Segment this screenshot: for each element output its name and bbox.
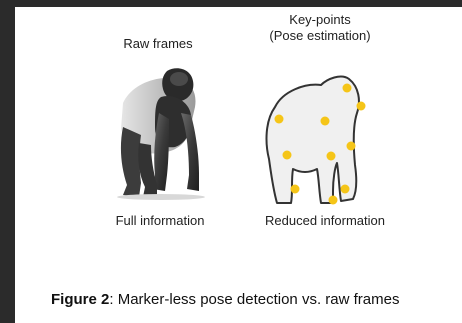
keypoint: [274, 114, 284, 124]
keypoint: [282, 150, 292, 160]
keypoints-title: Key-points (Pose estimation): [245, 12, 395, 44]
keypoints-title-line2: (Pose estimation): [269, 28, 371, 43]
keypoint: [340, 184, 350, 194]
keypoint: [326, 151, 336, 161]
figure-card: Raw frames Key-points (Pose estimation): [15, 7, 462, 323]
keypoint: [290, 184, 300, 194]
gorilla-image: [117, 68, 205, 200]
keypoints: [274, 83, 366, 205]
keypoint-silhouette: [265, 75, 366, 205]
caption-text: : Marker-less pose detection vs. raw fra…: [109, 291, 400, 308]
caption-prefix: Figure 2: [51, 291, 110, 308]
keypoint: [328, 195, 338, 205]
figure-caption: Figure 2: Marker-less pose detection vs.…: [51, 291, 451, 309]
keypoint: [320, 116, 330, 126]
keypoint: [346, 141, 356, 151]
keypoint: [356, 101, 366, 111]
reduced-information-label: Reduced information: [265, 213, 385, 228]
raw-frames-title: Raw frames: [123, 36, 193, 51]
full-information-label: Full information: [115, 213, 205, 228]
keypoints-title-line1: Key-points: [289, 12, 351, 27]
keypoint: [342, 83, 352, 93]
